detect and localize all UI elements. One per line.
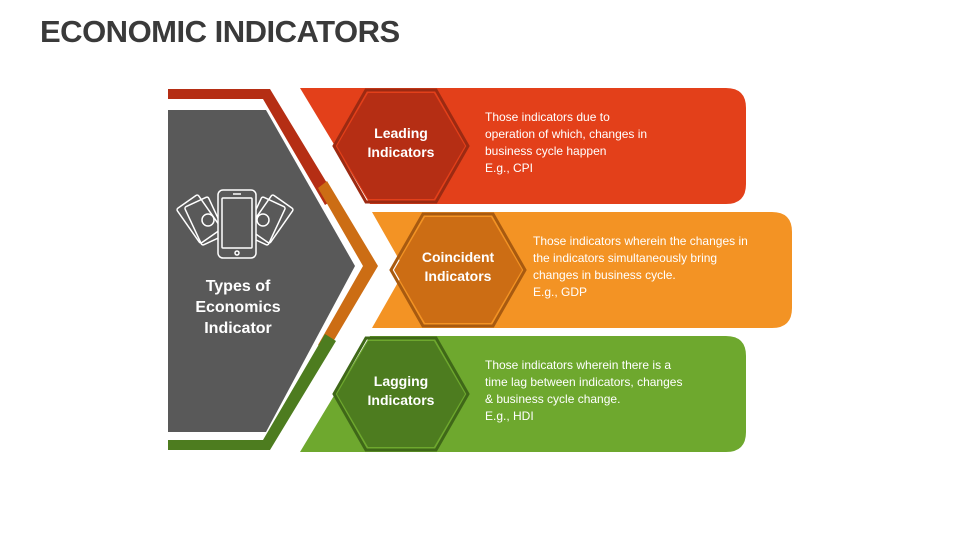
leading-hex-outline: [332, 88, 470, 204]
center-label-line: Economics: [195, 299, 281, 316]
leading-label-line: Leading: [374, 125, 428, 141]
red-chevron-stroke: [168, 89, 336, 205]
leading-description-line: business cycle happen: [485, 144, 607, 158]
lagging-description-line: & business cycle change.: [485, 392, 621, 406]
coincident-label: Coincident Indicators: [403, 248, 513, 286]
coincident-label-line: Coincident: [421, 249, 495, 265]
phone-money-icon: [176, 189, 294, 259]
center-label: Types of Economics Indicator: [168, 276, 308, 339]
leading-description: Those indicators due to operation of whi…: [485, 109, 647, 177]
page-title: ECONOMIC INDICATORS: [40, 14, 400, 49]
orange-chevron-stroke: [318, 181, 378, 352]
leading-label-line: Indicators: [367, 144, 435, 160]
center-label-line: Indicator: [204, 320, 272, 337]
lagging-description: Those indicators wherein there is a time…: [485, 357, 682, 425]
coincident-label-line: Indicators: [424, 268, 492, 284]
center-panel: [168, 110, 355, 432]
coincident-description-line: Those indicators wherein the changes in: [533, 234, 748, 248]
leading-description-line: operation of which, changes in: [485, 127, 648, 141]
coincident-hex-outline: [389, 212, 527, 328]
lagging-label-line: Indicators: [367, 392, 435, 408]
leading-label: Leading Indicators: [346, 124, 456, 162]
leading-example: E.g., CPI: [485, 161, 534, 175]
coincident-hex: [394, 217, 522, 323]
lagging-description-line: time lag between indicators, changes: [485, 375, 683, 389]
coincident-description-line: changes in business cycle.: [533, 268, 676, 282]
leading-description-line: Those indicators due to: [485, 110, 610, 124]
lagging-hex-outline: [332, 336, 470, 452]
lagging-example: E.g., HDI: [485, 409, 534, 423]
lagging-label: Lagging Indicators: [346, 372, 456, 410]
lagging-hex: [337, 341, 465, 447]
coincident-example: E.g., GDP: [533, 285, 588, 299]
center-label-line: Types of: [205, 278, 271, 295]
lagging-description-line: Those indicators wherein there is a: [485, 358, 672, 372]
leading-hex: [337, 93, 465, 199]
coincident-description: Those indicators wherein the changes in …: [533, 233, 748, 301]
green-chevron-stroke: [168, 334, 336, 450]
coincident-description-line: the indicators simultaneously bring: [533, 251, 718, 265]
lagging-label-line: Lagging: [373, 373, 429, 389]
